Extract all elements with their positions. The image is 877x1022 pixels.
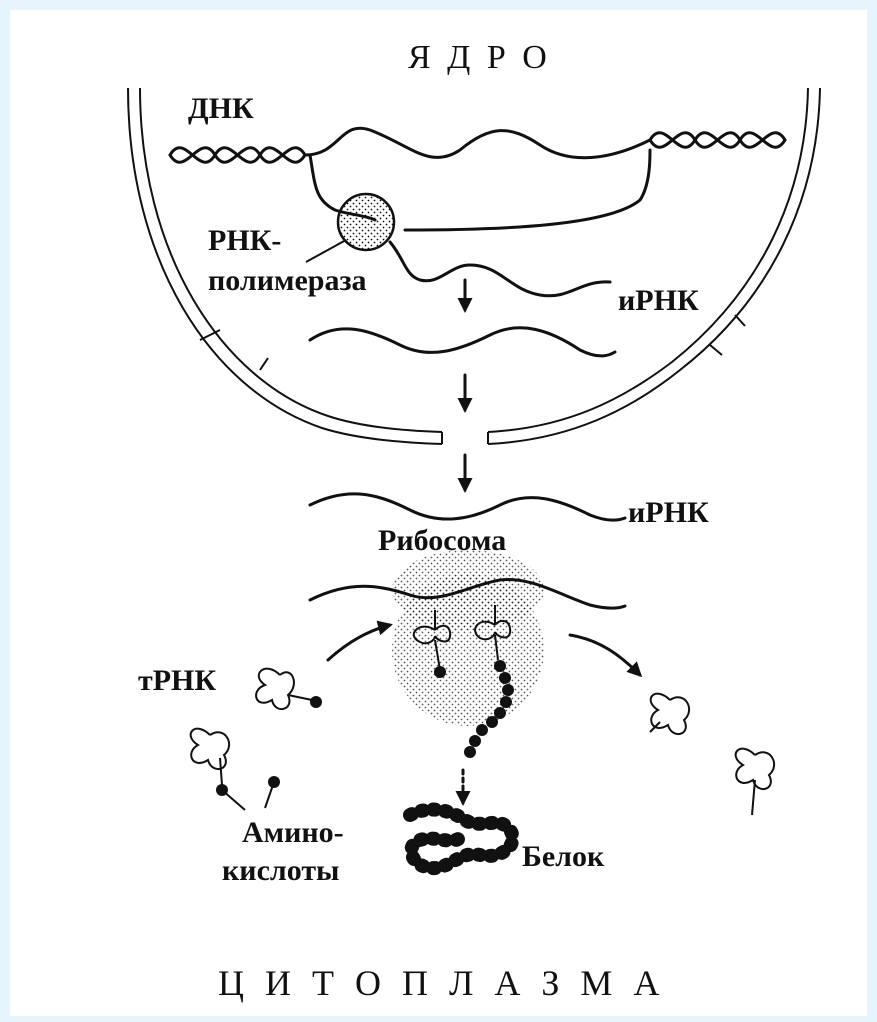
mrna-nucleus-label: иРНК [618, 284, 699, 317]
cytoplasm-mrna [310, 494, 625, 520]
nucleus-label: Я Д Р О [408, 39, 551, 76]
nuclear-mrna [310, 242, 615, 356]
amino-acids-label-line1: Амино- [242, 816, 344, 849]
dna-helix [170, 128, 785, 230]
ribosome [310, 550, 625, 758]
protein-synthesis-diagram: Я Д Р О ДНК РНК- полимераза иРНК иРНК Ри… [10, 10, 867, 1016]
protein-chain [410, 810, 513, 869]
mrna-cytoplasm-label: иРНК [628, 496, 709, 529]
diagram-panel: Я Д Р О ДНК РНК- полимераза иРНК иРНК Ри… [10, 10, 867, 1016]
dna-label: ДНК [188, 92, 254, 125]
rna-polymerase-label-line1: РНК- [208, 224, 281, 257]
amino-acids-label-line2: кислоты [222, 854, 339, 887]
protein-label: Белок [522, 840, 605, 873]
trna-label: тРНК [138, 664, 216, 697]
ribosome-label: Рибосома [378, 524, 506, 557]
rna-polymerase-label-line2: полимераза [208, 264, 367, 297]
rna-polymerase [306, 194, 394, 262]
cytoplasm-label: Ц И Т О П Л А З М А [218, 963, 665, 1003]
